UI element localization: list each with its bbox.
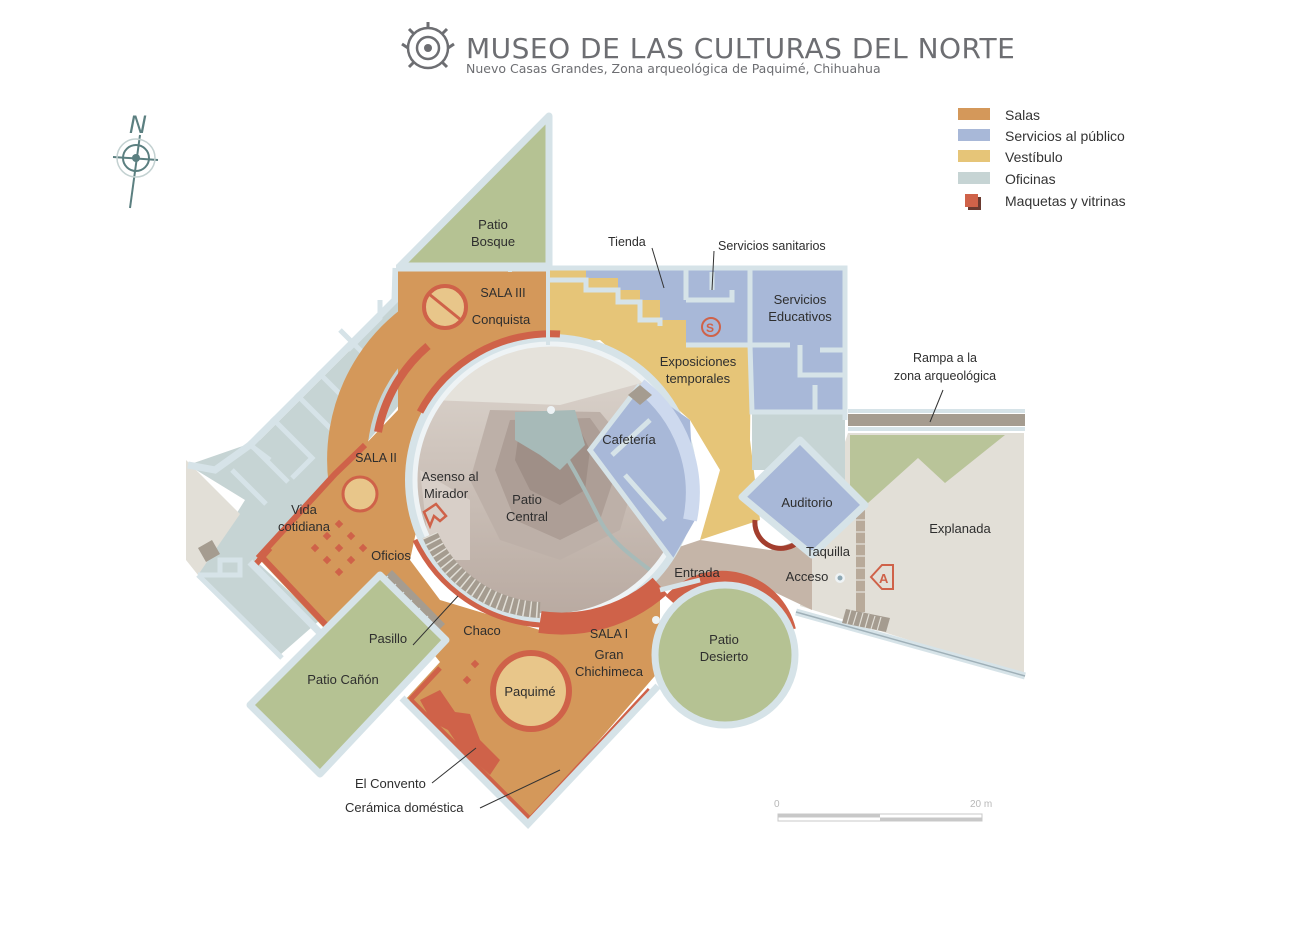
label-entrada: Entrada [674, 565, 720, 580]
label-patio-bosque-1: Patio [478, 217, 508, 232]
vitrinas [310, 519, 480, 685]
sala-ii-vitrina [374, 342, 431, 433]
label-sala-ii: SALA II [355, 451, 397, 465]
legend-item-vestibulo: Vestíbulo [958, 149, 1063, 165]
chaco-wall [412, 538, 541, 628]
legend-label: Salas [1005, 107, 1040, 123]
label-servicios-educativos-1: Servicios [774, 292, 827, 307]
label-asenso-1: Asenso al [421, 469, 478, 484]
page-subtitle: Nuevo Casas Grandes, Zona arqueológica d… [466, 61, 881, 76]
museum-logo-icon [401, 22, 455, 70]
label-exposiciones-1: Exposiciones [660, 354, 737, 369]
label-pasillo: Pasillo [369, 631, 407, 646]
legend-swatch [958, 108, 990, 120]
leader-lines [412, 247, 944, 809]
label-servicios-educativos-2: Educativos [768, 309, 832, 324]
paquime-display [490, 650, 572, 732]
office-stairs [198, 540, 220, 562]
label-ceramica: Cerámica doméstica [345, 800, 464, 815]
mirador-stairs [422, 531, 541, 618]
label-exposiciones-2: temporales [666, 371, 731, 386]
north-label: N [129, 111, 147, 139]
auditorio [738, 436, 869, 559]
label-auditorio: Auditorio [781, 495, 832, 510]
sala-iii-wall [416, 330, 561, 414]
label-patio-desierto-1: Patio [709, 632, 739, 647]
label-rampa-2: zona arqueológica [894, 369, 996, 383]
legend-swatch [958, 150, 990, 162]
acceso-arrow-icon: A [869, 564, 894, 590]
label-vida-2: cotidiana [278, 519, 331, 534]
scale-start-label: 0 [774, 799, 780, 810]
service-walls [548, 265, 848, 420]
label-patio-canon: Patio Cañón [307, 672, 379, 687]
label-patio-desierto-2: Desierto [700, 649, 748, 664]
header: MUSEO DE LAS CULTURAS DEL NORTE Nuevo Ca… [401, 22, 1015, 76]
sala-ii-ring [327, 303, 432, 572]
tienda-area [550, 268, 686, 320]
label-el-convento: El Convento [355, 776, 426, 791]
rampa-zona-arqueologica [848, 414, 1025, 426]
label-explanada: Explanada [929, 521, 991, 536]
floor-plan: S [186, 112, 1026, 830]
label-patio-bosque-2: Bosque [471, 234, 515, 249]
label-tienda: Tienda [608, 235, 646, 249]
cafeteria-area [590, 385, 695, 560]
vida-cotidiana-display [341, 475, 379, 513]
explanada-green [850, 435, 1005, 503]
legend-label: Vestíbulo [1005, 149, 1063, 165]
legend-swatch [958, 172, 990, 184]
svg-text:S: S [706, 321, 714, 335]
scale-end-label: 20 m [970, 799, 992, 810]
conquista-display [422, 284, 468, 330]
label-servicios-sanitarios: Servicios sanitarios [718, 239, 826, 253]
legend-swatch [958, 129, 990, 141]
scale-bar: 0 20 m [774, 799, 992, 822]
label-patio-central-2: Central [506, 509, 548, 524]
map-labels: Patio Bosque Tienda Servicios sanitarios… [278, 217, 996, 815]
patio-desierto [651, 570, 799, 729]
label-paquime: Paquimé [504, 684, 555, 699]
access-ramp [842, 510, 890, 632]
label-acceso: Acceso [786, 569, 829, 584]
label-patio-central-1: Patio [512, 492, 542, 507]
legend-item-servicios: Servicios al público [958, 128, 1125, 144]
el-convento-vitrina [420, 690, 500, 775]
label-gran-2: Chichimeca [575, 664, 644, 679]
legend-item-salas: Salas [958, 107, 1040, 123]
legend-item-maquetas: Maquetas y vitrinas [965, 193, 1126, 210]
north-compass: N [112, 111, 159, 209]
servicios-educativos-area [750, 268, 845, 412]
legend-label: Oficinas [1005, 171, 1056, 187]
legend-item-oficinas: Oficinas [958, 171, 1056, 187]
mirador-arrow-icon [422, 502, 448, 530]
legend: Salas Servicios al público Vestíbulo Ofi… [958, 107, 1126, 210]
label-cafeteria: Cafetería [602, 432, 656, 447]
label-asenso-2: Mirador [424, 486, 469, 501]
label-chaco: Chaco [463, 623, 501, 638]
label-gran-1: Gran [595, 647, 624, 662]
label-conquista: Conquista [472, 312, 531, 327]
label-oficios: Oficios [371, 548, 411, 563]
patio-canon [246, 571, 450, 778]
legend-label: Maquetas y vitrinas [1005, 193, 1126, 209]
label-rampa-1: Rampa a la [913, 351, 977, 365]
legend-label: Servicios al público [1005, 128, 1125, 144]
label-taquilla: Taquilla [806, 544, 851, 559]
compass-rose-icon [112, 134, 159, 209]
label-sala-iii: SALA III [480, 286, 525, 300]
label-sala-i: SALA I [590, 627, 628, 641]
page-title: MUSEO DE LAS CULTURAS DEL NORTE [466, 32, 1015, 65]
svg-text:A: A [879, 571, 889, 586]
label-vida-1: Vida [291, 502, 318, 517]
sala-i-wall [538, 577, 668, 635]
toilet-icon: S [701, 317, 721, 337]
legend-swatch [965, 194, 978, 207]
